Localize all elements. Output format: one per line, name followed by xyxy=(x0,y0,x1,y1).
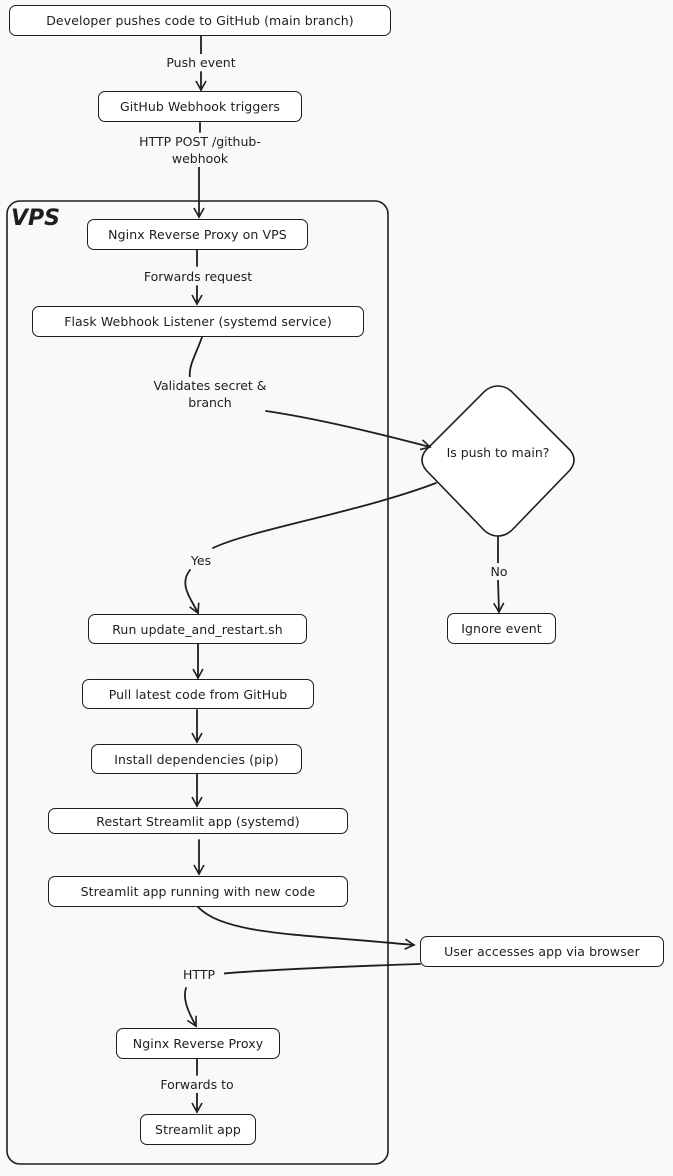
label-http-post-line1: HTTP POST /github- xyxy=(112,133,288,150)
label-validates-line2: branch xyxy=(170,394,250,411)
label-http-post-line2: webhook xyxy=(160,150,240,167)
node-ignore-event[interactable]: Ignore event xyxy=(447,613,556,644)
edge-decision-yes xyxy=(184,482,437,613)
edge-flask-to-validates xyxy=(188,336,203,379)
edge-webhook-to-nginx xyxy=(199,122,200,217)
node-restart-streamlit[interactable]: Restart Streamlit app (systemd) xyxy=(48,808,348,834)
label-no: No xyxy=(484,563,514,580)
decision-label: Is push to main? xyxy=(446,445,550,460)
label-yes: Yes xyxy=(184,552,218,569)
node-pull-code[interactable]: Pull latest code from GitHub xyxy=(82,679,314,709)
node-nginx-proxy[interactable]: Nginx Reverse Proxy xyxy=(116,1028,280,1059)
label-forwards-request: Forwards request xyxy=(126,268,270,285)
vps-group-frame xyxy=(6,200,389,1165)
vps-group-title: VPS xyxy=(11,206,60,231)
node-streamlit-app[interactable]: Streamlit app xyxy=(140,1114,256,1145)
label-forwards-to: Forwards to xyxy=(145,1076,249,1093)
node-user-browser[interactable]: User accesses app via browser xyxy=(420,936,664,967)
node-streamlit-running[interactable]: Streamlit app running with new code xyxy=(48,876,348,907)
label-validates-line1: Validates secret & xyxy=(130,377,290,394)
edge-decision-no xyxy=(498,536,499,612)
node-nginx-vps[interactable]: Nginx Reverse Proxy on VPS xyxy=(87,219,308,250)
label-http: HTTP xyxy=(174,966,224,983)
node-github-webhook[interactable]: GitHub Webhook triggers xyxy=(98,91,302,122)
label-push-event: Push event xyxy=(150,54,252,71)
node-developer-push[interactable]: Developer pushes code to GitHub (main br… xyxy=(9,5,391,36)
edge-user-to-proxy xyxy=(184,963,421,1026)
node-run-script[interactable]: Run update_and_restart.sh xyxy=(88,614,307,644)
edge-running-to-user xyxy=(197,906,416,950)
edge-validates-to-decision xyxy=(265,410,432,451)
node-install-deps[interactable]: Install dependencies (pip) xyxy=(91,744,302,774)
decision-diamond xyxy=(421,385,575,537)
node-flask-listener[interactable]: Flask Webhook Listener (systemd service) xyxy=(32,306,364,337)
